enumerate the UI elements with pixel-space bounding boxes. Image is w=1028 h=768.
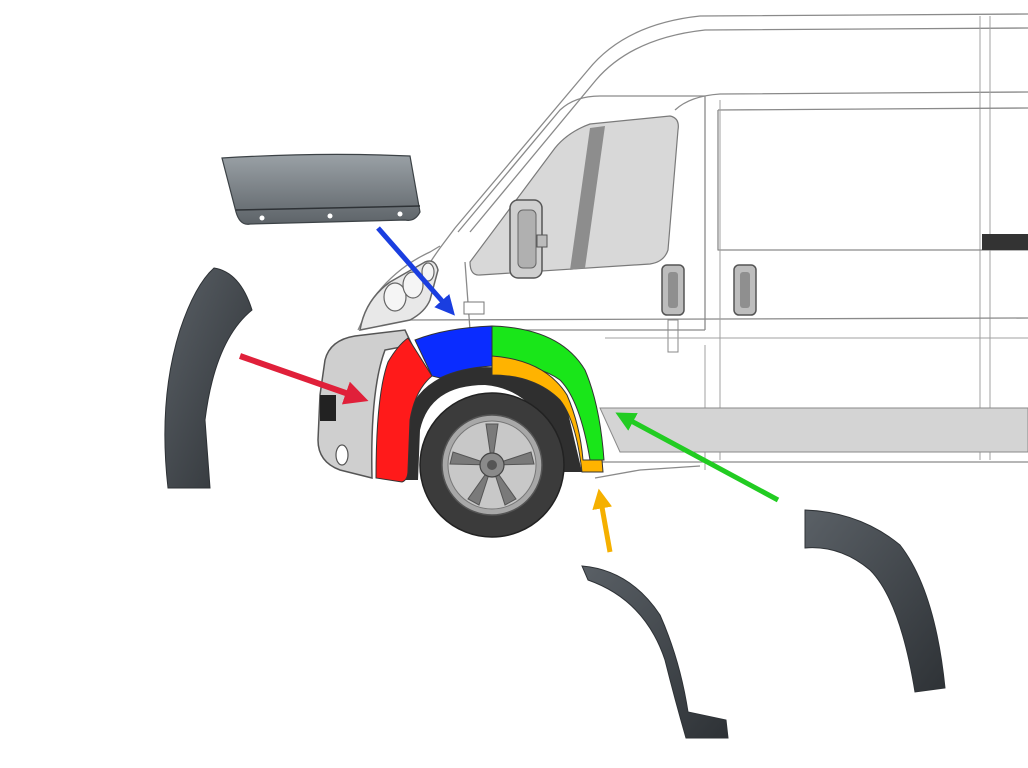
van-side-window [717,107,1028,251]
side-protection-stripe [599,407,1028,453]
arrow-green [615,412,780,503]
front-wheel [419,392,565,538]
side-mirror [509,199,548,279]
van-illustration [317,13,1028,538]
part-rear-arch-trim-outer [804,509,946,693]
part-rear-arch-trim-inner [581,565,729,739]
arrow-blue [376,226,455,316]
side-repeater [463,301,485,315]
headlight [359,260,439,331]
van-roof-line [469,27,1028,233]
fog-light [335,444,349,466]
highlight-orange-arch-inner [491,355,604,473]
sliding-door-rail [982,234,1028,250]
highlight-red-bumper-corner [375,337,433,483]
part-front-arch-trim [164,267,253,489]
arrow-red [239,353,369,405]
wheel-arch-liner [405,367,582,480]
arrow-orange [592,488,613,553]
part-top-arch-trim [221,153,421,225]
